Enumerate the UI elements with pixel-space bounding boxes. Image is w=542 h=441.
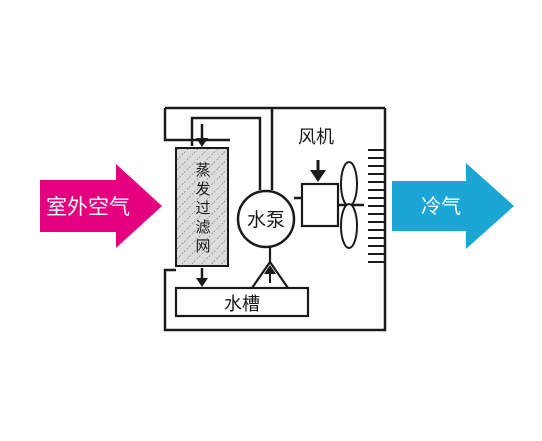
water-pipe xyxy=(190,108,274,190)
fan-label: 风机 xyxy=(298,127,334,148)
filter-drain-arrow-icon xyxy=(196,268,208,287)
pump-suction-arrow-icon xyxy=(264,265,276,283)
inlet-arrow xyxy=(40,164,162,248)
pump-label: 水泵 xyxy=(247,209,285,231)
outlet-arrow xyxy=(392,163,514,249)
water-pump xyxy=(236,189,296,249)
casing xyxy=(163,106,387,332)
filter-label: 蒸发过滤网 xyxy=(195,161,210,255)
evaporative-filter xyxy=(175,147,229,267)
outlet-label: 冷气 xyxy=(421,194,461,218)
filter-label-vertical: 蒸发过滤网 xyxy=(195,161,210,255)
fan-blades-icon xyxy=(340,161,358,249)
inlet-label: 室外空气 xyxy=(46,195,130,219)
tank-label: 水槽 xyxy=(224,294,260,315)
fan-motor xyxy=(300,182,340,228)
filter-inflow-arrow-icon xyxy=(196,124,208,147)
outlet-grille xyxy=(368,149,385,263)
pump-suction xyxy=(251,246,289,289)
water-tank xyxy=(174,286,310,318)
fan-airflow-arrow-icon xyxy=(310,160,326,182)
